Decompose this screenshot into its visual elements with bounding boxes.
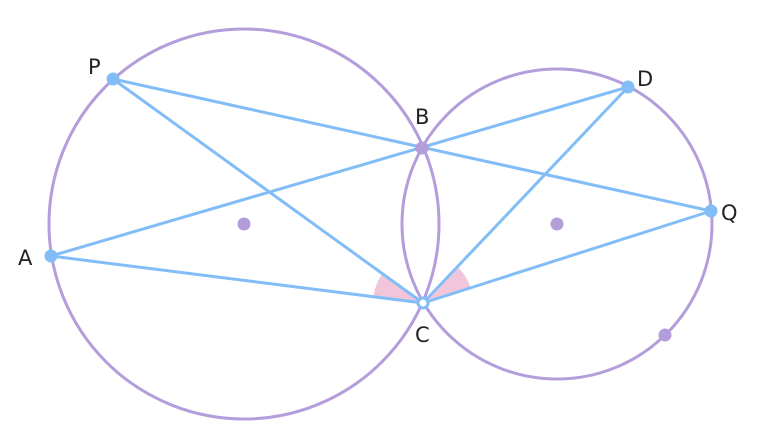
segment-DC <box>421 85 630 305</box>
point-D[interactable] <box>621 80 635 94</box>
segment-QC <box>421 209 713 305</box>
point-Q[interactable] <box>704 204 718 218</box>
point-B[interactable] <box>415 141 429 155</box>
label-A: A <box>18 246 33 270</box>
label-D: D <box>637 67 653 91</box>
label-Q: Q <box>721 201 738 225</box>
label-C: C <box>415 323 430 347</box>
circle-right <box>400 67 714 381</box>
segment-PQ <box>111 77 713 213</box>
segment-AC <box>49 254 425 305</box>
segment-PC <box>111 77 425 305</box>
point-on-right-circle[interactable] <box>658 328 672 342</box>
center-left <box>237 217 251 231</box>
label-P: P <box>88 55 101 79</box>
center-right <box>550 217 564 231</box>
segment-AD <box>49 85 630 258</box>
circle-left <box>47 27 441 421</box>
point-P[interactable] <box>106 72 120 86</box>
point-A[interactable] <box>44 249 58 263</box>
point-C[interactable] <box>416 296 430 310</box>
label-B: B <box>415 105 429 129</box>
angle-mark-QCD <box>423 266 471 303</box>
